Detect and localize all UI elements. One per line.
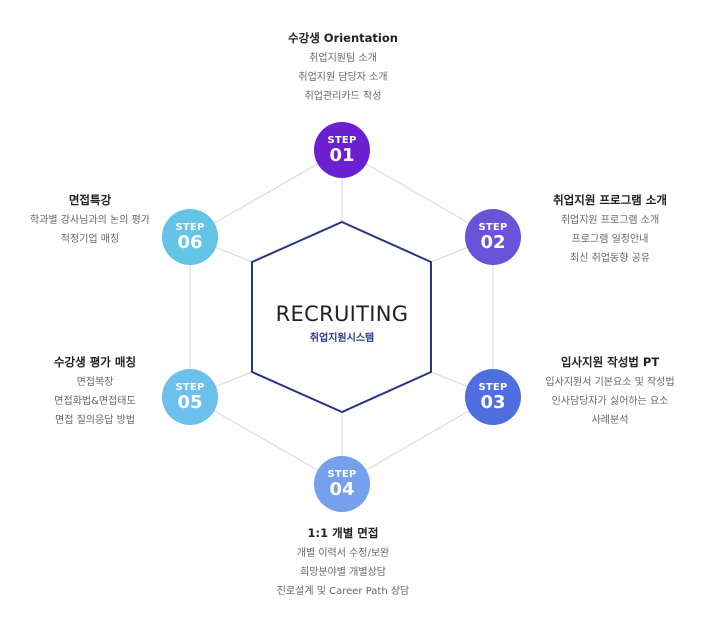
step-06-node: STEP 06 <box>162 209 218 265</box>
step-05-line-3: 면접 질의응답 방법 <box>55 415 135 426</box>
step-02-line-2: 프로그램 일정안내 <box>571 234 649 245</box>
step-02-line-1: 취업지원 프로그램 소개 <box>560 215 660 226</box>
step-03-line-2: 인사담당자가 싫어하는 요소 <box>551 396 669 407</box>
step-04-line-3: 진로설계 및 Career Path 상담 <box>276 586 410 597</box>
step-02-title: 취업지원 프로그램 소개 <box>553 193 667 207</box>
step-05-title: 수강생 평가 매칭 <box>53 355 137 369</box>
step-04-description: 1:1 개별 면접 개별 이력서 수정/보완 희망분야별 개별상담 진로설계 및… <box>243 525 443 601</box>
inner-hexagon <box>251 220 432 414</box>
step-04-title: 1:1 개별 면접 <box>307 526 379 540</box>
step-05-node: STEP 05 <box>162 369 218 425</box>
step-01-title: 수강생 Orientation <box>288 31 398 45</box>
step-03-title: 입사지원 작성법 PT <box>560 355 660 369</box>
step-01-line-3: 취업관리카드 작성 <box>304 91 382 102</box>
step-01-line-1: 취업지원팀 소개 <box>309 53 377 64</box>
step-01-description: 수강생 Orientation 취업지원팀 소개 취업지원 담당자 소개 취업관… <box>243 30 443 106</box>
step-05-line-1: 면접복장 <box>76 377 114 388</box>
step-06-description: 면접특강 학과별 강사님과의 논의 평가 적정기업 매칭 <box>10 192 170 249</box>
step-01-number: 01 <box>329 144 355 166</box>
step-04-line-2: 희망분야별 개별상담 <box>300 567 386 578</box>
step-05-line-2: 면접화법&면접태도 <box>54 396 136 407</box>
step-04-line-1: 개별 이력서 수정/보완 <box>296 548 390 559</box>
step-01-label: STEP <box>327 134 357 146</box>
step-01-node: STEP 01 <box>314 122 370 178</box>
step-04-number: 04 <box>329 478 355 500</box>
step-02-label: STEP <box>478 221 508 233</box>
step-03-number: 03 <box>480 391 506 413</box>
step-01-line-2: 취업지원 담당자 소개 <box>298 72 388 83</box>
step-03-line-3: 사례분석 <box>591 415 629 426</box>
step-03-line-1: 입사지원서 기본요소 및 작성법 <box>545 377 675 388</box>
step-04-label: STEP <box>327 468 357 480</box>
step-02-number: 02 <box>480 231 506 253</box>
step-06-number: 06 <box>177 231 203 253</box>
step-06-title: 면접특강 <box>68 193 112 207</box>
center-subtitle: 취업지원시스템 <box>309 333 375 344</box>
step-06-line-1: 학과별 강사님과의 논의 평가 <box>30 215 150 226</box>
step-04-node: STEP 04 <box>314 456 370 512</box>
step-06-label: STEP <box>175 221 205 233</box>
step-05-label: STEP <box>175 381 205 393</box>
step-02-line-3: 최신 취업동향 공유 <box>570 253 650 264</box>
step-03-node: STEP 03 <box>465 369 521 425</box>
step-06-line-2: 적정기업 매칭 <box>60 234 120 245</box>
center-title: RECRUITING <box>275 302 409 326</box>
step-05-number: 05 <box>177 391 203 413</box>
step-03-label: STEP <box>478 381 508 393</box>
step-03-description: 입사지원 작성법 PT 입사지원서 기본요소 및 작성법 인사담당자가 싫어하는… <box>520 354 700 430</box>
step-05-description: 수강생 평가 매칭 면접복장 면접화법&면접태도 면접 질의응답 방법 <box>15 354 175 430</box>
step-02-node: STEP 02 <box>465 209 521 265</box>
step-02-description: 취업지원 프로그램 소개 취업지원 프로그램 소개 프로그램 일정안내 최신 취… <box>520 192 700 268</box>
